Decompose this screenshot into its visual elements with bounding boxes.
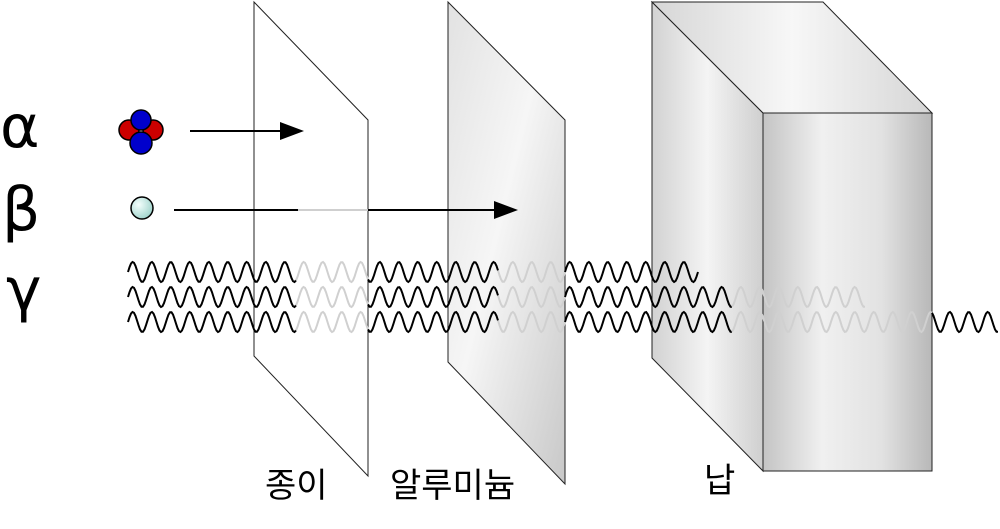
gamma-wave-3-faded-segment — [497, 310, 566, 334]
beta-particle — [130, 196, 154, 220]
gamma-wave-3-segment — [564, 310, 732, 334]
gamma-wave-3-faded-segment — [731, 310, 933, 334]
gamma-wave-2-segment — [127, 285, 297, 309]
paper-label: 종이 — [265, 466, 328, 506]
lead-label: 납 — [704, 461, 735, 501]
gamma-wave-1-segment — [127, 260, 297, 284]
gamma-wave-1-segment — [564, 260, 699, 284]
gamma-wave-3-segment — [367, 310, 499, 334]
gamma-wave-2-faded-segment — [497, 285, 566, 309]
gamma-wave-3-faded-segment — [295, 310, 369, 334]
alpha-particle — [118, 109, 164, 155]
beta-symbol: β — [2, 175, 40, 245]
gamma-wave-1-faded-segment — [497, 260, 566, 284]
gamma-wave-2-segment — [564, 285, 732, 309]
aluminium-sheet — [447, 0, 566, 486]
beta-arrowhead — [494, 201, 518, 219]
alpha-symbol: α — [0, 92, 40, 162]
gamma-wave-3-segment — [931, 310, 998, 334]
lead-block — [650, 0, 934, 473]
lead-block-front — [762, 112, 933, 472]
gamma-wave-3-segment — [127, 310, 297, 334]
gamma-wave-2-segment — [367, 285, 499, 309]
paper-sheet — [253, 0, 369, 478]
aluminium-label: 알루미늄 — [390, 466, 515, 506]
alpha-arrowhead — [280, 122, 304, 140]
gamma-symbol: γ — [6, 255, 42, 325]
gamma-wave-1-segment — [367, 260, 499, 284]
gamma-waves — [127, 260, 998, 334]
gamma-wave-2-faded-segment — [295, 285, 369, 309]
neutron — [129, 131, 153, 155]
gamma-wave-1-faded-segment — [295, 260, 369, 284]
gamma-wave-2-faded-segment — [731, 285, 865, 309]
neutron — [130, 109, 152, 131]
